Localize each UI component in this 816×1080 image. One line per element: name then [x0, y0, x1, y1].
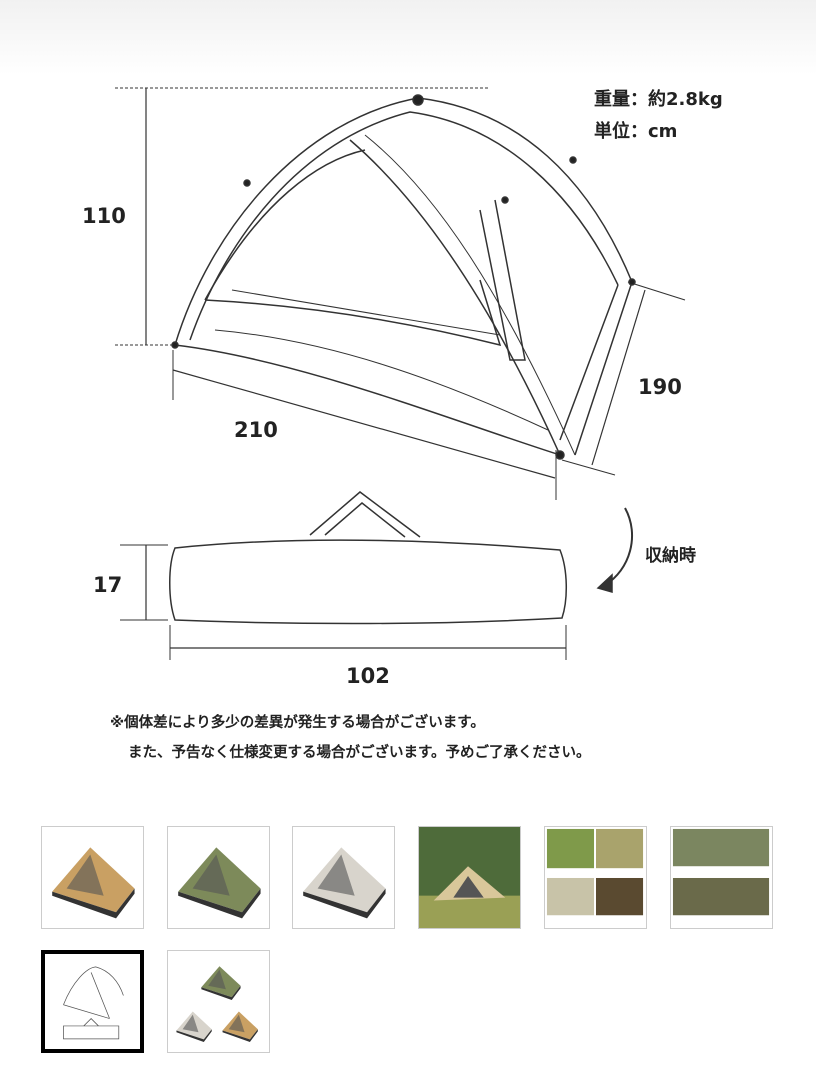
thumbnail-image [176, 966, 258, 1042]
note-line-1: ※個体差により多少の差異が発生する場合がございます。 [110, 715, 485, 731]
top-bar [0, 0, 816, 75]
thumbnail-tent-khaki[interactable] [167, 826, 270, 929]
thumbnail-image [545, 827, 646, 928]
thumbnail-tent-color-variants[interactable] [167, 950, 270, 1053]
unit-spec: 単位：cm [594, 121, 678, 142]
thumbnail-tent-ivory[interactable] [292, 826, 395, 929]
stored-label: 収納時 [645, 546, 696, 566]
thumbnail-image [671, 827, 772, 928]
tent-diagram [115, 87, 686, 660]
thumbnail-image [178, 847, 261, 919]
height-label: 110 [82, 204, 126, 228]
thumbnail-image [303, 847, 386, 919]
thumbnail-tent-outdoor-photo[interactable] [418, 826, 521, 929]
thumbnail-image [52, 847, 135, 919]
weight-spec: 重量：約2.8kg [594, 89, 723, 110]
thumbnail-image [419, 827, 520, 928]
bag-length-label: 102 [346, 664, 390, 688]
thumbnail-tent-dimensions[interactable] [41, 950, 144, 1053]
bag-height-label: 17 [93, 573, 123, 597]
thumbnail-image [63, 966, 124, 1040]
thumbnail-tent-setup-steps[interactable] [670, 826, 773, 929]
thumbnail-tent-features[interactable] [544, 826, 647, 929]
thumbnail-tent-sand[interactable] [41, 826, 144, 929]
depth-label: 190 [638, 375, 682, 399]
width-label: 210 [234, 418, 278, 442]
note-line-2: また、予告なく仕様変更する場合がございます。予めご了承ください。 [128, 745, 591, 761]
